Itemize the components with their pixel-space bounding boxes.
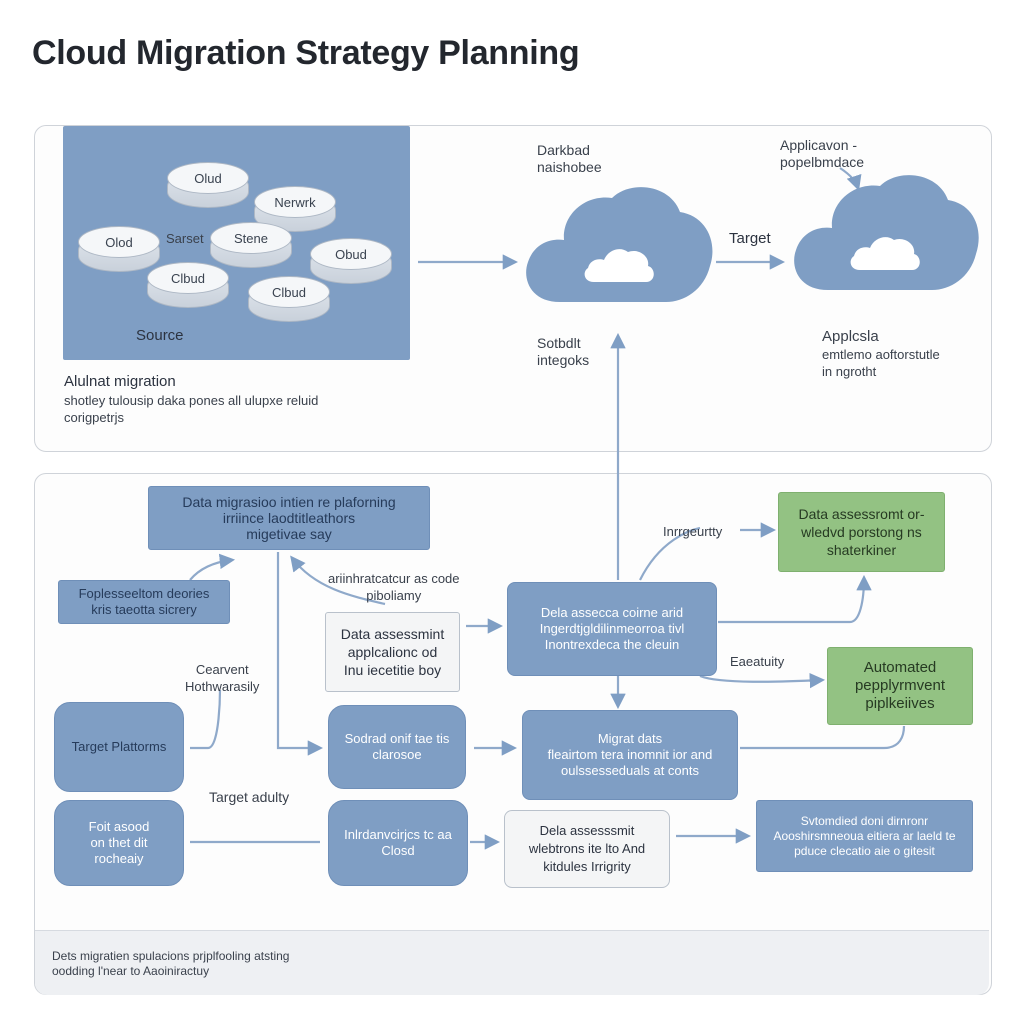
integrity-label: Inrrgeurtty bbox=[663, 524, 723, 539]
cloud-icon bbox=[526, 187, 713, 302]
database-disc: Olod bbox=[78, 226, 160, 276]
cloud2-bottom-text: emtlemo aoftorstutle in ngrotht bbox=[822, 347, 940, 379]
page-title: Cloud Migration Strategy Planning bbox=[32, 34, 580, 72]
infrastructure-cloud-node[interactable]: Inlrdanvcirjcs tc aa Closd bbox=[328, 800, 468, 886]
automated-deployment-node[interactable]: Automated pepplyrmvent piplkeiives bbox=[827, 647, 973, 725]
database-disc: Clbud bbox=[248, 276, 330, 326]
caption-title: Alulnat migration bbox=[64, 373, 176, 390]
source-label: Source bbox=[136, 327, 184, 344]
migrate-data-node[interactable]: Migrat dats fleairtom tera inomnit ior a… bbox=[522, 710, 738, 800]
footer-line-2: oodding l'near to Aaoiniractuy bbox=[52, 964, 210, 978]
foit-node[interactable]: Foit asood on thet dit rocheaiy bbox=[54, 800, 184, 886]
target-adulty-label: Target adulty bbox=[209, 789, 290, 805]
data-assessment-node-2[interactable]: Dela assesssmit wlebtrons ite lto And ki… bbox=[504, 810, 670, 888]
caption-text: shotley tulousip daka pones all ulupxe r… bbox=[64, 393, 319, 425]
current-label: Cearvent Hothwarasily bbox=[185, 662, 260, 694]
target-platforms-node[interactable]: Target Plattorms bbox=[54, 702, 184, 792]
cloud1-top-label: Darkbad naishobee bbox=[537, 142, 602, 175]
sodrad-node[interactable]: Sodrad onif tae tis clarosoe bbox=[328, 705, 466, 789]
data-assessment-green-node[interactable]: Data assessromt or- wledvd porstong ns s… bbox=[778, 492, 945, 572]
cloud-icon bbox=[794, 175, 979, 290]
footer-line-1: Dets migratien spulacions prjplfooling a… bbox=[52, 949, 290, 963]
cloud1-bottom-label: Sotbdlt integoks bbox=[537, 335, 590, 368]
arrow-label-iac: ariinhratcatcur as code piboliamy bbox=[328, 571, 460, 603]
data-assessment-center-node[interactable]: Dela assecca coirne arid Ingerdtjgldilin… bbox=[507, 582, 717, 676]
database-disc: Clbud bbox=[147, 262, 229, 312]
database-disc: Olud bbox=[167, 162, 249, 212]
data-migration-header-node[interactable]: Data migrasioo intien re plaforning irri… bbox=[148, 486, 430, 550]
cloud2-bottom-label: Applcsla bbox=[822, 328, 879, 345]
automated-node[interactable]: Svtomdied doni dirnronr Aooshirsmneoua e… bbox=[756, 800, 973, 872]
database-disc: Obud bbox=[310, 238, 392, 288]
popless-node[interactable]: Foplesseeltom deories kris taeotta sicre… bbox=[58, 580, 230, 624]
eaeatuity-label: Eaeatuity bbox=[730, 654, 785, 669]
database-disc: Stene bbox=[210, 222, 292, 272]
disc-side-label: Sarset bbox=[166, 231, 204, 246]
footer-band bbox=[35, 930, 989, 995]
cloud2-top-label: Applicavon - popelbmdace bbox=[780, 137, 865, 170]
target-label: Target bbox=[729, 230, 771, 247]
data-assessment-node-1[interactable]: Data assessmint applcalionc od Inu iecet… bbox=[325, 612, 460, 692]
